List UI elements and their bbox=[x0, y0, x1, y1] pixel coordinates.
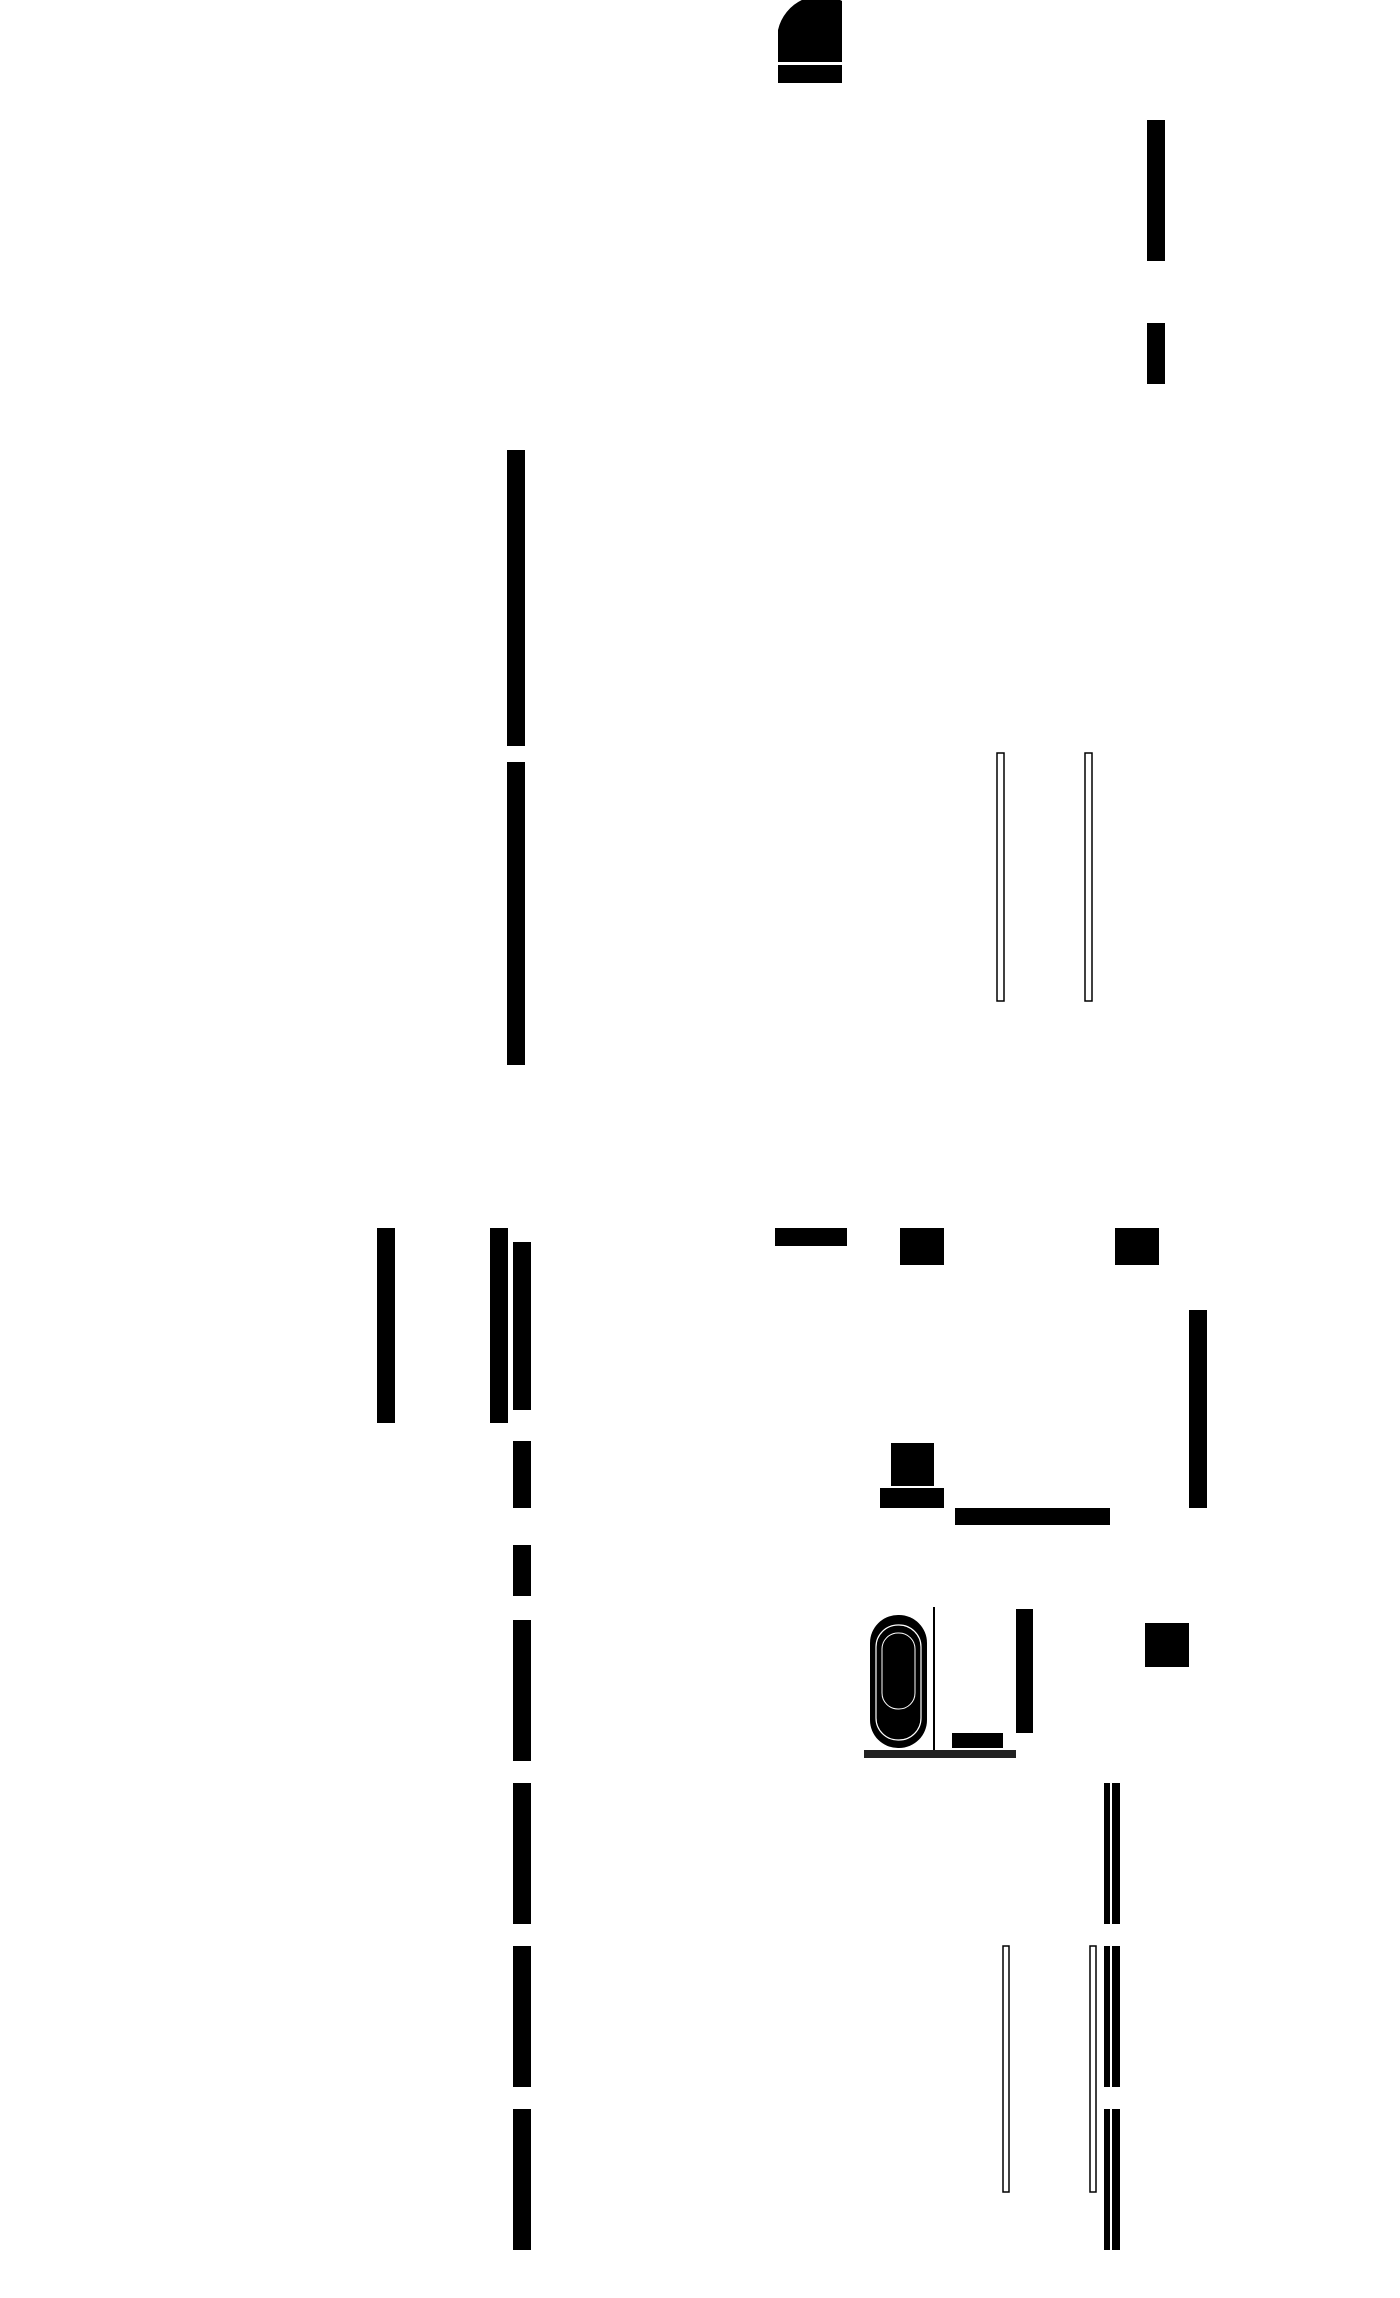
wall-segment bbox=[513, 1620, 531, 1761]
wall-segment bbox=[513, 1441, 531, 1508]
column bbox=[1145, 1623, 1189, 1667]
wall-segment bbox=[955, 1508, 1110, 1525]
wall-segment bbox=[513, 1545, 531, 1596]
window bbox=[996, 752, 1097, 2193]
wall-segment bbox=[513, 2109, 531, 2250]
wall-segment bbox=[513, 1783, 531, 1924]
column bbox=[1115, 1228, 1159, 1265]
wall-segment bbox=[1147, 323, 1165, 384]
wall-segment bbox=[1189, 1310, 1207, 1508]
wall-segment bbox=[507, 450, 525, 746]
column bbox=[900, 1228, 944, 1265]
wall-segment bbox=[1147, 120, 1165, 261]
door-swing bbox=[778, 0, 842, 83]
column bbox=[891, 1443, 934, 1486]
wall-segment bbox=[880, 1488, 944, 1508]
bathtub bbox=[864, 1607, 1016, 1758]
wall-segment bbox=[775, 1228, 847, 1246]
wall-segment bbox=[513, 1242, 531, 1410]
wall-segment bbox=[1016, 1609, 1033, 1733]
wall-segment bbox=[507, 762, 525, 1065]
wall-segment bbox=[513, 1946, 531, 2087]
wall-segment bbox=[490, 1228, 508, 1423]
wall-segment bbox=[377, 1228, 395, 1423]
